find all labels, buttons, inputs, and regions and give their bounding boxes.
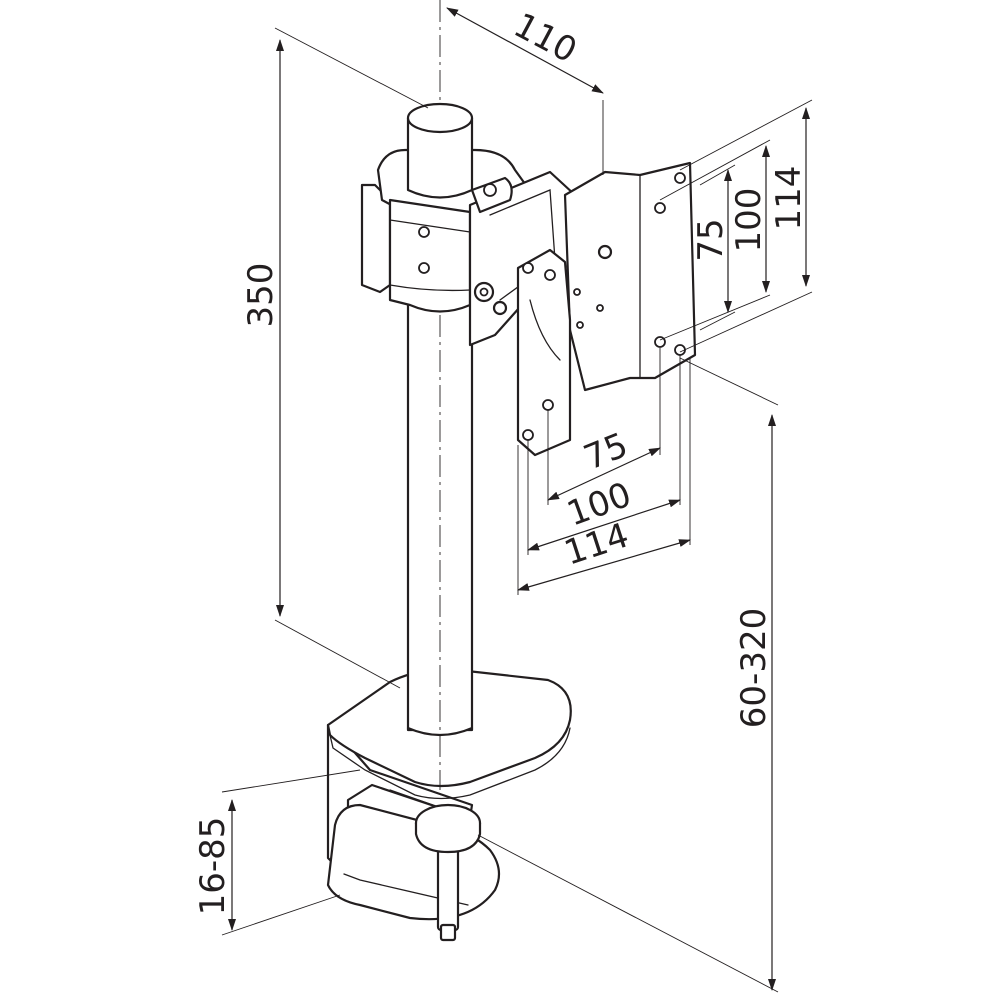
vesa-hole-top-right-inner <box>654 202 666 214</box>
dimension-vesa-v-large-label: 114 <box>769 166 809 231</box>
vesa-small-hole-c <box>576 321 584 329</box>
vesa-back-flange <box>563 161 697 392</box>
bracket-hub-bolt <box>483 183 497 197</box>
vesa-front-plate <box>516 248 572 457</box>
tilt-washer <box>492 300 508 316</box>
dimension-height-label: 350 <box>241 263 281 328</box>
dimension-vesa-h-small-label: 75 <box>578 425 633 478</box>
dimension-height: 350 <box>241 27 429 689</box>
clamp-pad-rim <box>414 821 482 854</box>
desk-clamp <box>326 723 501 942</box>
collar-band <box>389 219 471 233</box>
vesa-hole-top-left-outer <box>522 262 534 274</box>
dimension-adjust-range: 60-320 <box>477 357 779 993</box>
vesa-small-hole-a <box>573 288 581 296</box>
vesa-hole-bottom-left-inner <box>542 399 554 411</box>
vesa-hole-bottom-right-inner <box>654 336 666 348</box>
vesa-center-bolt <box>597 244 613 260</box>
clamp-inner-edge <box>343 873 469 906</box>
dimension-clamp-range: 16-85 <box>193 769 361 936</box>
collar-clamp-body <box>388 198 472 313</box>
pole-top-cap <box>406 102 474 199</box>
vesa-front-plate-edge <box>529 299 561 361</box>
dimension-adjust-range-label: 60-320 <box>734 608 774 728</box>
base-plate-thickness <box>329 727 571 800</box>
pole-top-face <box>406 102 474 134</box>
dimension-vesa-h-large-label: 114 <box>560 515 634 573</box>
pole-bottom <box>406 726 474 737</box>
vesa-hole-top-left-inner <box>544 269 556 281</box>
dimension-clamp-range-label: 16-85 <box>193 817 233 916</box>
pole <box>406 0 474 790</box>
tilt-knob-center <box>479 287 489 297</box>
collar-screw-lower <box>418 262 430 274</box>
collar-band-lower <box>389 284 471 292</box>
dimension-vesa-v-small-label: 75 <box>691 218 731 261</box>
pole-top-cylinder <box>406 116 474 199</box>
dimension-vesa-v-medium-label: 100 <box>729 188 769 253</box>
dimension-vesa-vertical: 114 100 75 <box>659 99 813 353</box>
collar-screw-upper <box>418 226 430 238</box>
vesa-hole-top-right-outer <box>674 172 686 184</box>
vesa-plate <box>516 161 697 457</box>
vesa-small-hole-b <box>596 304 604 312</box>
clamp-screw-tip <box>439 923 457 942</box>
vesa-hole-bottom-left-outer <box>522 429 534 441</box>
tilt-bracket <box>468 170 577 347</box>
